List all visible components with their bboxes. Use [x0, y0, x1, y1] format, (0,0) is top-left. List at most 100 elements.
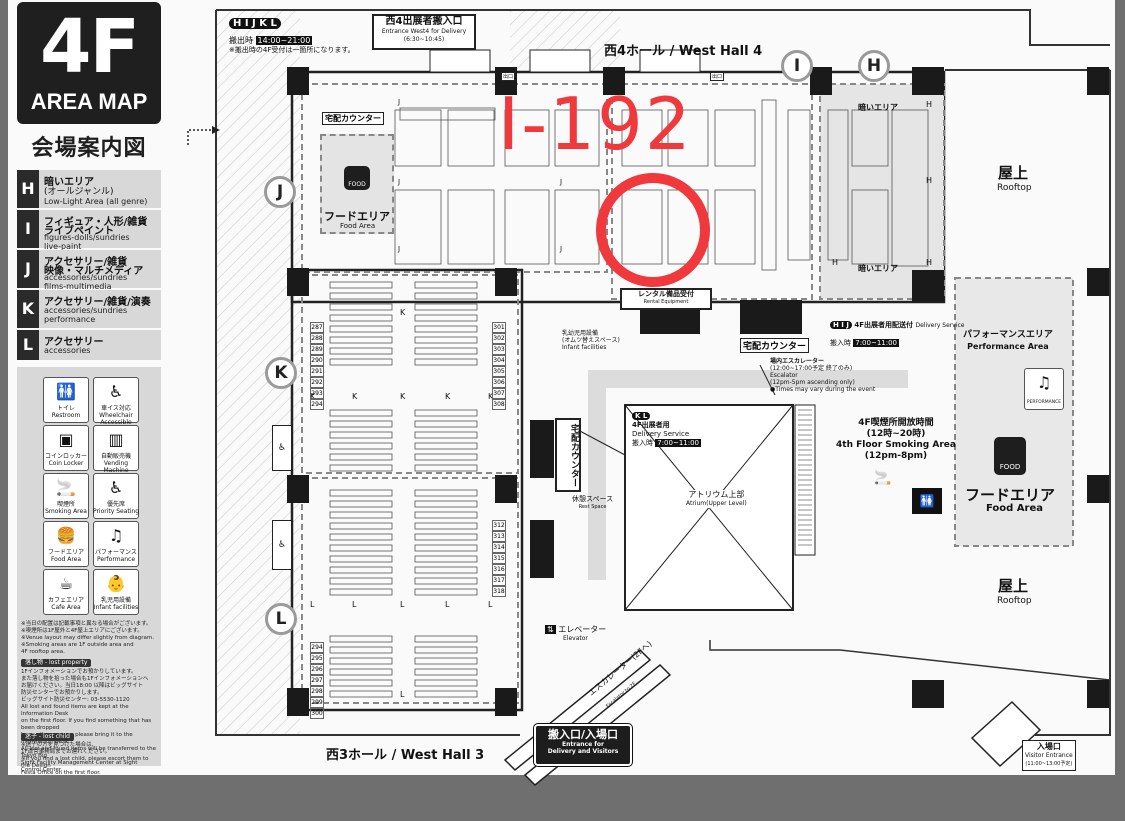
lost-property-label: 落し物 - lost property — [21, 659, 92, 667]
booth-row — [329, 679, 393, 687]
booth-row — [414, 431, 478, 439]
booth-row — [329, 292, 393, 300]
area-map-label: AREA MAP — [30, 89, 148, 114]
area-badge-l: L — [265, 603, 297, 635]
wheelchair-icon: ♿ — [272, 520, 292, 570]
block-label-l: L — [488, 600, 493, 609]
delivery-kl-label: K L 4F出展者用 Delivery Service 搬入時 7:00~11:… — [632, 412, 701, 447]
delivery-hij-time: 搬入時 7:00~11:00 — [830, 339, 899, 347]
floor-title-box: 4F AREA MAP — [17, 2, 161, 124]
food-area-j: FOOD フードエリア Food Area — [320, 134, 394, 234]
booth-number: 288 — [310, 333, 324, 344]
hijkl-tag: H I J K L — [229, 18, 281, 29]
takuhai-counter-center: 宅配カウンター — [740, 338, 810, 353]
performance-icon: ♫パフォーマンス Performance — [93, 521, 139, 567]
delivery-visitor-entrance: 搬入口/入場口 Entrance for Delivery and Visito… — [533, 723, 633, 767]
booth-row — [329, 314, 393, 322]
delivery-hij-label: H I J 4F出展者用配送付 Delivery Service — [830, 320, 964, 330]
booth-row — [329, 281, 393, 289]
rooftop-label-top-en: Rooftop — [997, 183, 1032, 193]
booth-number: 305 — [492, 366, 506, 377]
booth-rows-k — [329, 281, 478, 698]
booth-row — [329, 668, 393, 676]
west-hall-3-wall — [290, 268, 524, 712]
booth-row — [329, 690, 393, 698]
booth-row — [414, 336, 478, 344]
booth-row — [329, 657, 393, 665]
booth-row — [329, 555, 393, 563]
booth-row — [414, 566, 478, 574]
booth-row — [414, 500, 478, 508]
block-label-k: K — [352, 392, 358, 401]
booth-row — [329, 464, 393, 472]
cafe-icon: ☕カフェエリア Cafe Area — [43, 569, 89, 615]
venue-guide-title: 会場案内図 — [31, 136, 147, 161]
booth-rows-h — [827, 109, 929, 267]
booth-number: 297 — [310, 675, 324, 686]
category-letter: K — [17, 290, 39, 328]
food-area-icon: 🍔フードエリア Food Area — [43, 521, 89, 567]
annotation-circle — [596, 173, 710, 287]
booth-row — [329, 522, 393, 530]
booth-row — [414, 657, 478, 665]
infant-facilities-icon: 👶乳児用設備 Infant facilities — [93, 569, 139, 615]
booth-row — [329, 453, 393, 461]
area-badge-h: H — [858, 50, 890, 82]
food-area-main-icon: FOOD — [994, 437, 1026, 475]
elevator-label: ⇅ エレベーター Elevator — [545, 625, 607, 642]
category-en: accessories/sundries performance — [44, 306, 128, 324]
booth-number: 302 — [492, 333, 506, 344]
food-area-main-en: Food Area — [986, 503, 1044, 514]
entrance-west4-box: 西4出展者搬入口 Entrance West4 for Delivery (6:… — [372, 14, 476, 50]
booth-number: 316 — [492, 564, 506, 575]
booth-number: 292 — [310, 377, 324, 388]
category-jp: フィギュア・人形/雑貨 — [44, 217, 148, 228]
booth-row — [414, 442, 478, 450]
rooftop-label-bottom-jp: 屋上 — [998, 577, 1029, 595]
block-label-k: K — [445, 392, 451, 401]
exit-sign-2: 出口 — [710, 72, 725, 81]
block-label-h: H — [832, 258, 839, 267]
area-h-box — [819, 83, 945, 300]
booth-number: 312 — [492, 520, 506, 531]
booth-number: 295 — [310, 653, 324, 664]
booth-row — [329, 635, 393, 643]
venue-notes: ※当日の配置は記載事項と異なる場合がございます。 ※喫煙所は1F屋外と4F屋上エ… — [21, 621, 155, 655]
area-j-box — [301, 83, 608, 273]
booth-number: 293 — [310, 388, 324, 399]
category-letter: J — [17, 250, 39, 288]
smoking-area-icon: 🚬喫煙所 Smoking Area — [43, 473, 89, 519]
dark-area-label-bottom: 暗いエリア — [858, 264, 898, 273]
category-en: Low-Light Area (all genre) — [44, 197, 148, 206]
booth-row — [414, 420, 478, 428]
booth-number: 289 — [310, 344, 324, 355]
booth-row — [414, 577, 478, 585]
category-i: I フィギュア・人形/雑貨 ライブペイント figures-dolls/sund… — [17, 210, 161, 251]
food-area-main-jp: フードエリア — [965, 486, 1056, 504]
booth-row — [329, 336, 393, 344]
floor-number: 4F — [39, 4, 140, 90]
booth-row — [414, 358, 478, 366]
booth-row — [329, 347, 393, 355]
block-label-j: J — [398, 245, 401, 253]
booth-number: 301 — [492, 322, 506, 333]
booth-annotation: I-192 — [498, 82, 693, 166]
west-hall-3-label: 西3ホール / West Hall 3 — [326, 748, 485, 763]
area-badge-j: J — [264, 176, 296, 208]
vending-machine-icon: ▥自動販売機 Vending Machine — [93, 425, 139, 474]
booth-number: 308 — [492, 399, 506, 410]
booth-row — [329, 577, 393, 585]
booth-row — [414, 555, 478, 563]
hijkl-time: 搬出時 14:00~21:00 — [229, 36, 313, 45]
booth-row — [414, 314, 478, 322]
booth-row — [414, 409, 478, 417]
booth-number: 299 — [310, 697, 324, 708]
booth-row — [414, 588, 478, 596]
booth-row — [414, 325, 478, 333]
booth-number: 314 — [492, 542, 506, 553]
restroom-icon: 🚻トイレ Restroom — [43, 377, 89, 423]
